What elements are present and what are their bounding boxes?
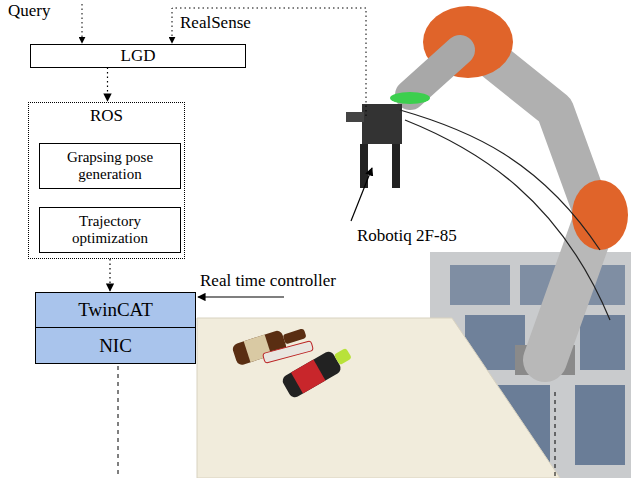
bin xyxy=(450,265,510,305)
gripper-finger xyxy=(392,144,400,188)
gripper xyxy=(362,104,402,144)
ethercat-wire xyxy=(118,366,119,478)
process-box: LGD xyxy=(30,44,246,68)
node-text: ROS xyxy=(86,106,127,126)
cable xyxy=(400,110,610,320)
node-text: LGD xyxy=(117,46,160,66)
annotation-label: Real time controller xyxy=(200,271,336,291)
annotation-label: Query xyxy=(8,1,50,21)
annotation-label: RealSense xyxy=(180,13,251,33)
node-text: Grapsing pose generation xyxy=(40,149,180,184)
node-text: NIC xyxy=(95,335,136,357)
dotted-arrow xyxy=(107,68,108,101)
node-text: TwinCAT xyxy=(74,299,157,321)
bin xyxy=(580,315,625,370)
node-text: Trajectory optimization xyxy=(40,213,180,248)
query-arrow xyxy=(82,4,83,43)
bin xyxy=(575,385,625,465)
gripper-arrow xyxy=(351,168,372,221)
black-bottle xyxy=(281,343,355,400)
robot-joint xyxy=(572,180,628,250)
process-box: Grapsing pose generation xyxy=(39,143,181,189)
process-box: Trajectory optimization xyxy=(39,207,181,253)
group-box: ROS Grapsing pose generationTrajectory op… xyxy=(28,102,185,259)
robot-ring xyxy=(390,92,430,104)
controller-box: TwinCAT xyxy=(35,292,196,328)
controller-arrow xyxy=(198,296,284,297)
tube xyxy=(263,341,314,364)
annotation-label: Robotiq 2F-85 xyxy=(357,226,457,246)
robot-link xyxy=(410,50,460,95)
dotted-arrow xyxy=(109,259,110,291)
controller-box: NIC xyxy=(35,327,196,364)
table xyxy=(197,318,560,478)
robot-wire xyxy=(555,392,556,478)
camera xyxy=(346,112,364,122)
